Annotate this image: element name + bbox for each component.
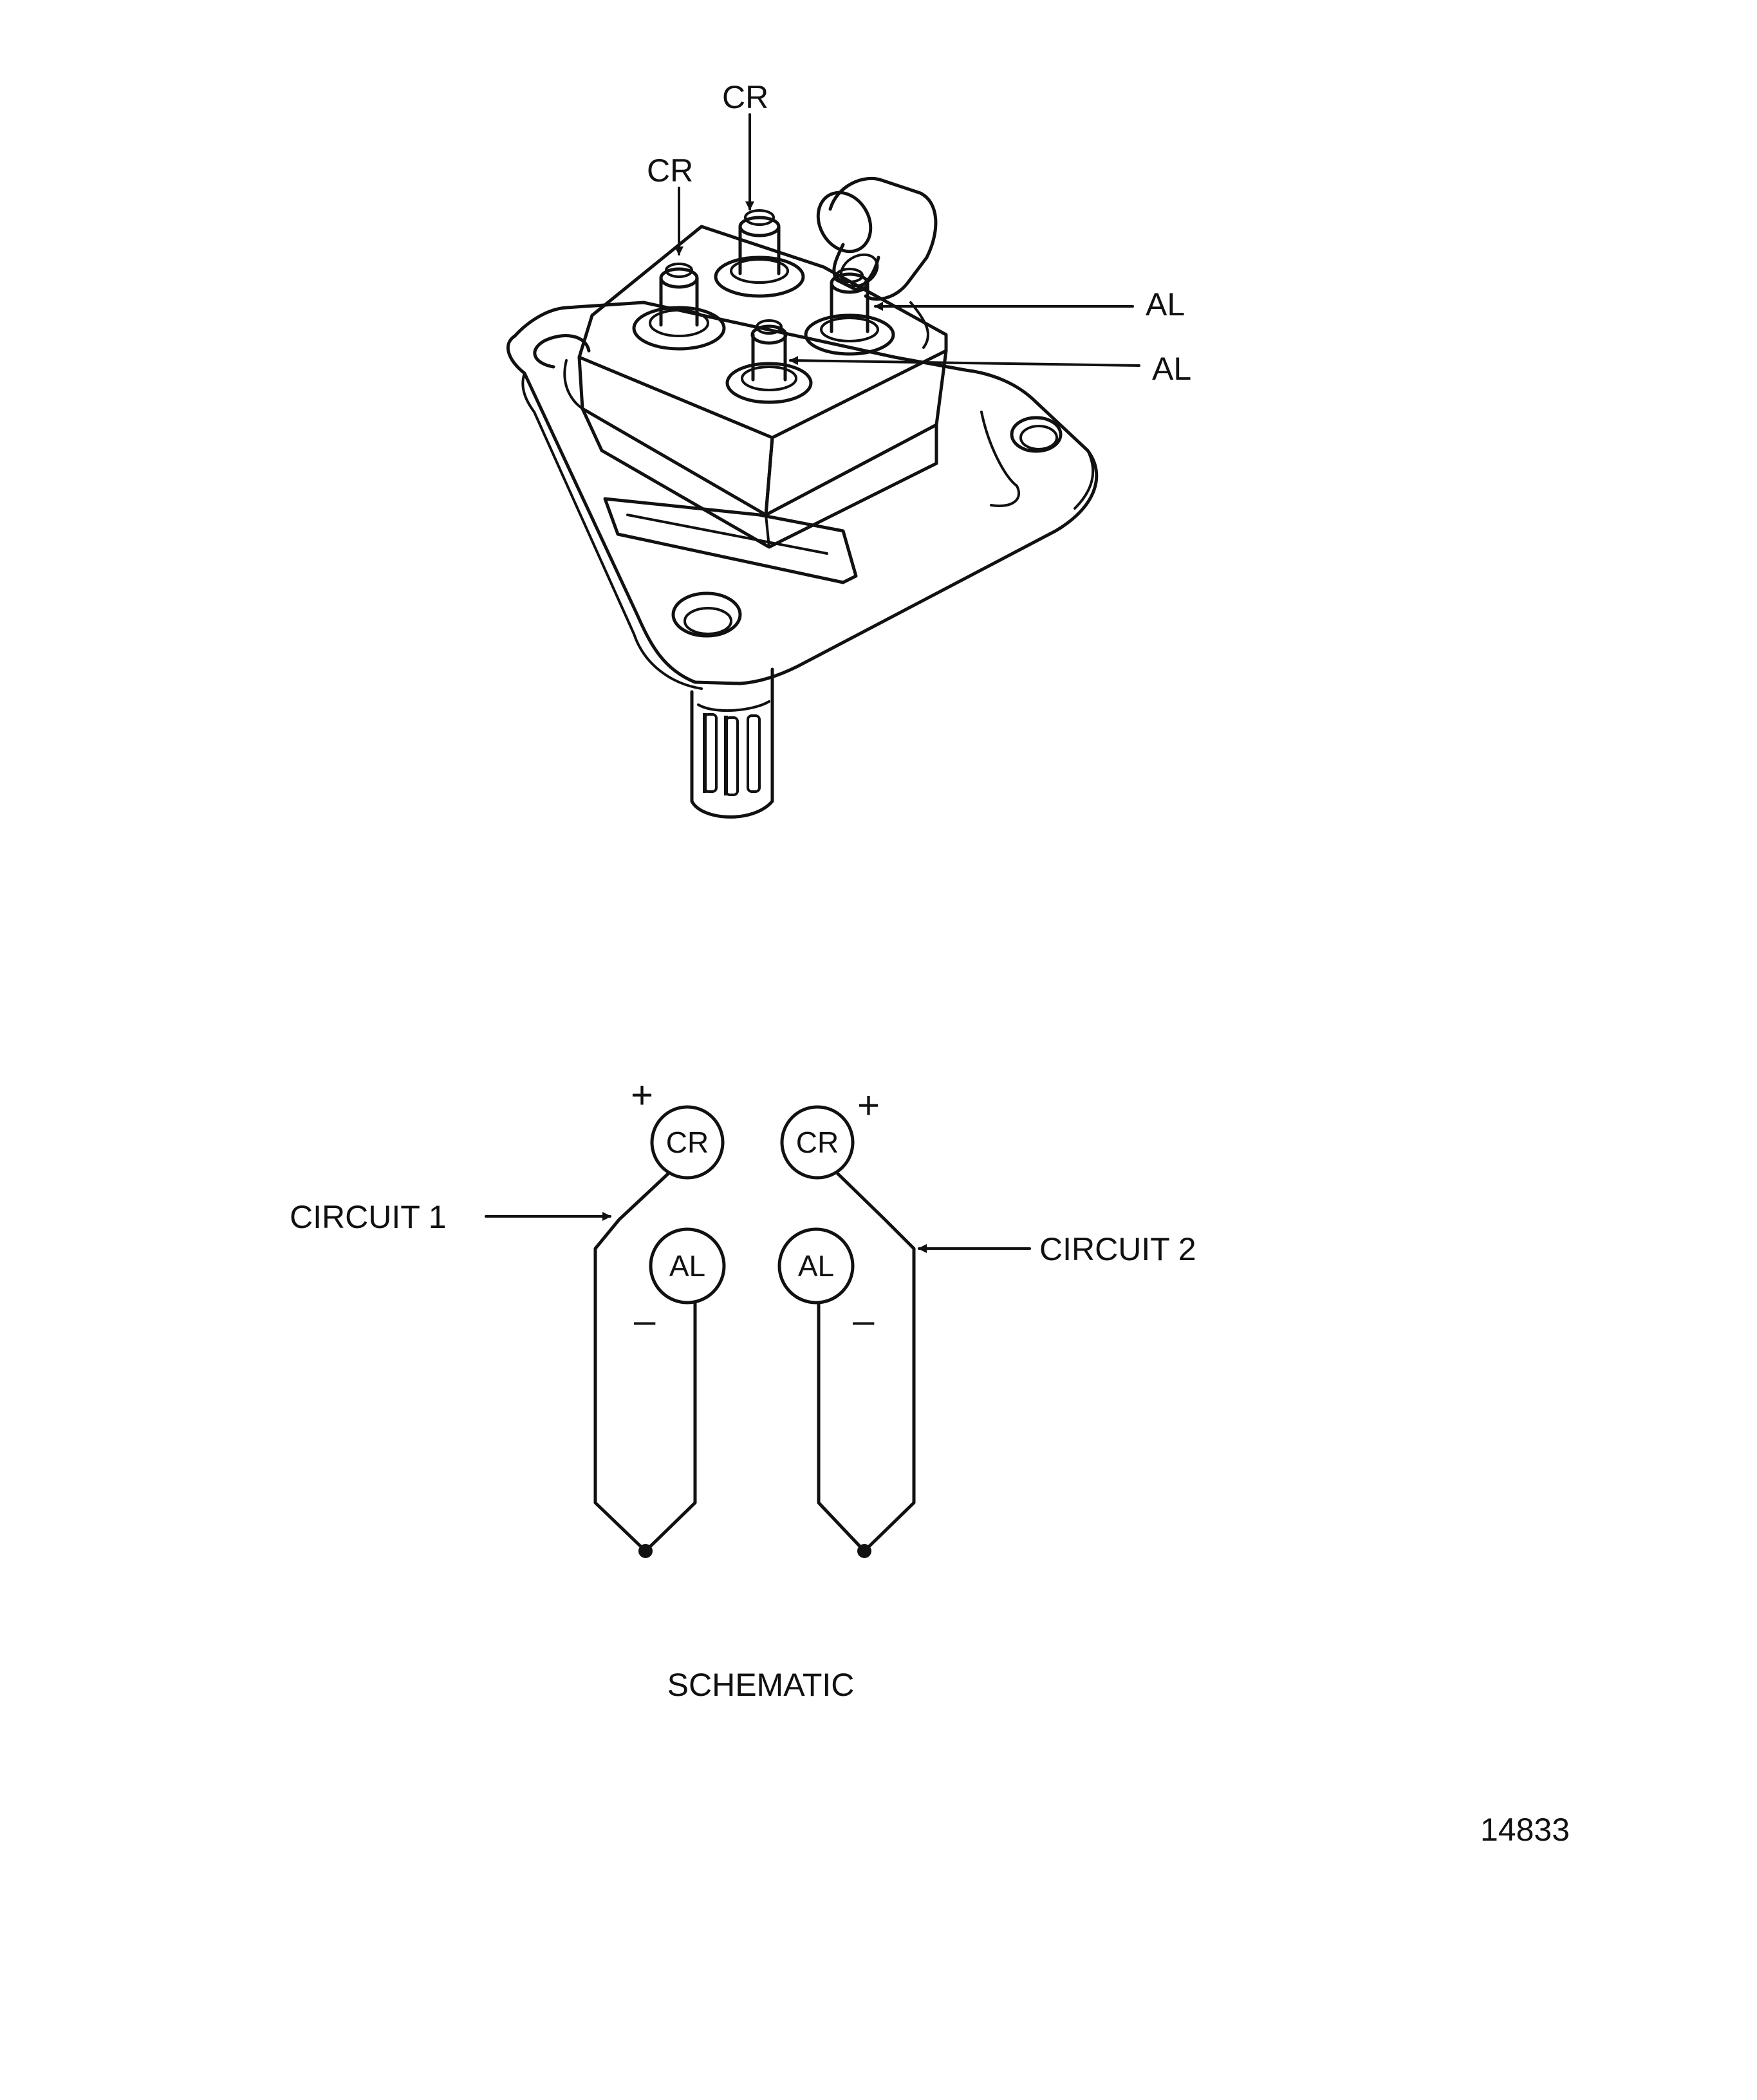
terminal-al-2-label: AL [798,1249,834,1283]
terminal-post-cr-top [714,209,805,298]
terminal-al-1-label: AL [669,1249,705,1283]
minus-sign-1: – [634,1299,656,1342]
label-al-upper: AL [1146,286,1185,322]
terminal-al-2 [777,1227,855,1305]
cable-boot [816,176,938,349]
label-cr-left: CR [647,153,693,189]
flange-lip-right [1074,449,1095,510]
plus-sign-1: + [631,1073,653,1117]
label-circuit-2: CIRCUIT 2 [1039,1231,1196,1267]
terminal-cr-2 [780,1105,855,1180]
splined-shaft [690,667,774,819]
mounting-flange [506,301,1099,685]
terminal-post-al-upper [804,268,895,356]
label-al-lower: AL [1152,351,1191,387]
terminal-block-body [577,225,948,584]
plus-sign-2: + [857,1084,880,1127]
terminal-post-cr-left [632,263,726,351]
terminal-al-1 [649,1227,726,1305]
flange-lip [521,372,703,690]
circuit-1: CR AL + – [593,1073,726,1558]
terminal-post-al-lower [725,319,813,404]
circuit-2: CR AL + – [777,1084,916,1558]
schematic-caption: SCHEMATIC [667,1667,855,1703]
figure-number: 14833 [1480,1812,1570,1848]
minus-sign-2: – [853,1299,875,1342]
junction-1 [638,1544,653,1558]
terminal-cr-2-label: CR [796,1126,839,1159]
terminal-cr-1 [650,1105,725,1180]
label-cr-top: CR [722,79,768,115]
schematic: CR AL + – CR AL + – CIRCUIT 1 CIRCUIT 2 … [290,1073,1196,1703]
label-circuit-1: CIRCUIT 1 [290,1199,447,1235]
terminal-block-illustration: CR CR AL AL [506,79,1191,819]
right-mount-hole [980,411,1063,507]
circuit-2-wire [817,1171,916,1553]
circuit-1-wire [593,1171,697,1553]
bottom-mount-hole [671,591,742,638]
callout-arrow-al-lower [789,356,1140,367]
junction-2 [857,1544,871,1558]
terminal-cr-1-label: CR [666,1126,709,1159]
